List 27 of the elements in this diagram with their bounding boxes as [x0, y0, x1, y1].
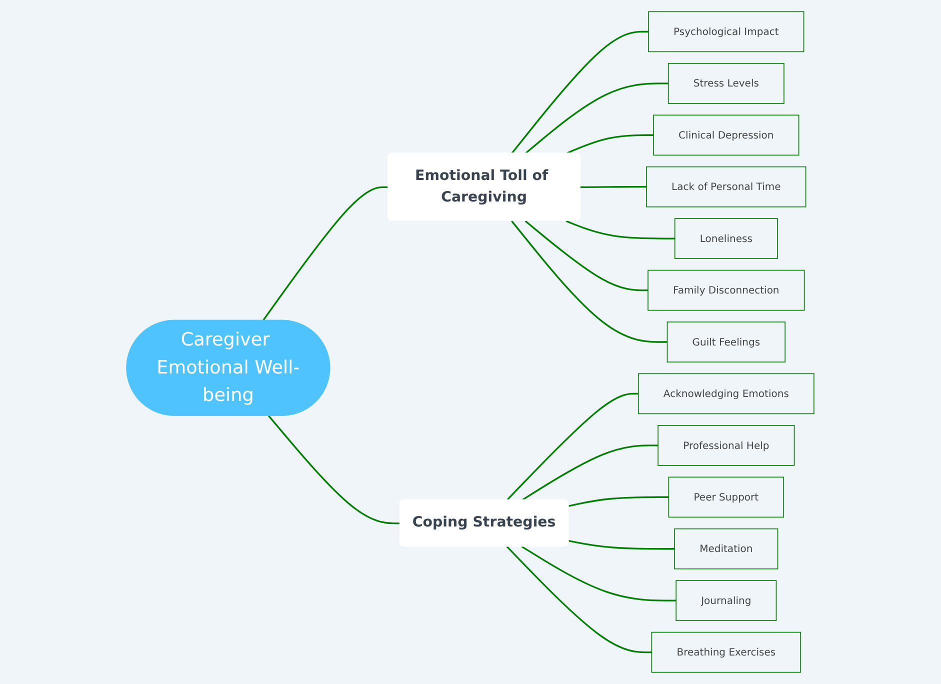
- node-box: Guilt Feelings: [667, 322, 786, 362]
- connector: [566, 220, 676, 240]
- node-box: Acknowledging Emotions: [638, 373, 815, 414]
- node-box: Psychological Impact: [648, 11, 804, 52]
- connector: [525, 220, 648, 292]
- connector: [525, 82, 669, 154]
- connector: [506, 392, 639, 501]
- connector: [522, 444, 658, 501]
- connector: [262, 186, 389, 322]
- connector: [568, 496, 669, 507]
- node-box: Lack of Personal Time: [646, 166, 806, 208]
- node-box: Breathing Exercises: [651, 632, 802, 673]
- node-box: Meditation: [674, 528, 778, 570]
- node-box: Clinical Depression: [653, 114, 800, 156]
- connector: [506, 546, 652, 654]
- node-box: Professional Help: [658, 424, 795, 466]
- connector: [580, 186, 647, 188]
- node-box: Family Disconnection: [648, 270, 805, 311]
- connector: [566, 134, 654, 154]
- connector: [522, 546, 676, 602]
- node-box: Stress Levels: [668, 62, 785, 104]
- connector: [511, 220, 668, 343]
- connector: [568, 540, 675, 550]
- connector: [268, 415, 400, 524]
- node-box: Loneliness: [674, 218, 778, 259]
- node-box: Peer Support: [668, 476, 784, 518]
- connector: [511, 30, 649, 154]
